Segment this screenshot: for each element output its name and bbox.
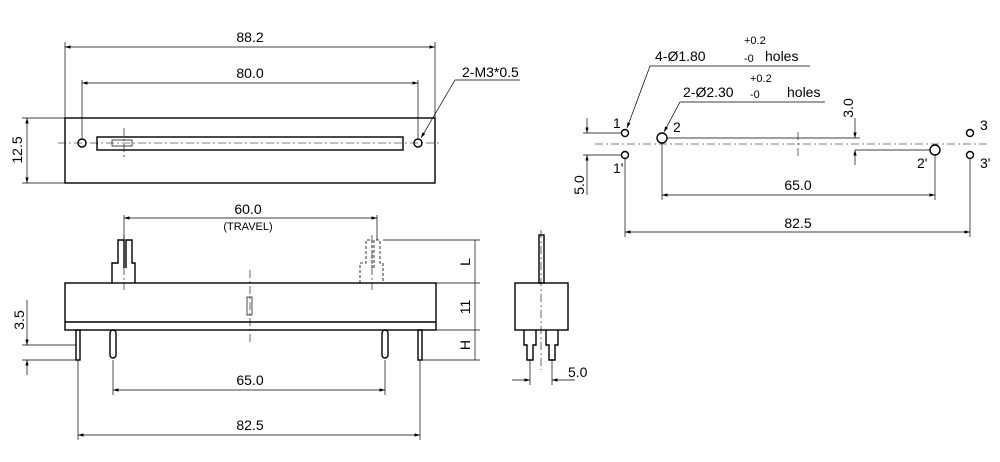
dim-width: 12.5 <box>9 136 25 163</box>
dim-outer-pins: 82.5 <box>236 417 263 433</box>
pcb-hole-layout: 1 1' 2 2' 3 3' 4-Ø1.80 +0.2 -0 holes 2-Ø… <box>571 35 990 237</box>
thread-note: 2-M3*0.5 <box>462 64 519 80</box>
dim-small-offset: 5.0 <box>571 175 587 195</box>
hole-label-3: 3 <box>980 117 988 133</box>
dim-pin-height: H <box>457 340 473 350</box>
hole-label-1: 1 <box>613 115 621 131</box>
hole-label-2p: 2' <box>917 155 927 171</box>
dim-pin-pitch: 5.0 <box>568 364 588 380</box>
hole-label-3p: 3' <box>980 155 990 171</box>
hole-label-1p: 1' <box>613 160 623 176</box>
dim-large-offset: 3.0 <box>840 98 856 118</box>
small-hole-tol-plus: +0.2 <box>744 35 766 47</box>
end-view: 5.0 <box>512 230 588 385</box>
dim-overall-length: 88.2 <box>236 29 263 45</box>
top-view: 88.2 80.0 12.5 2-M3*0.5 <box>9 29 520 184</box>
large-hole-tol-minus: -0 <box>750 89 760 101</box>
dim-inner-pins: 65.0 <box>236 372 263 388</box>
small-hole-label: 4-Ø1.80 <box>655 48 706 64</box>
dim-travel: 60.0 <box>234 201 261 217</box>
dim-body-height: 11 <box>457 300 473 315</box>
large-hole-tol-plus: +0.2 <box>750 73 772 85</box>
dim-mount-spacing: 80.0 <box>236 65 263 81</box>
travel-label: (TRAVEL) <box>223 221 272 233</box>
dim-large-spacing: 65.0 <box>784 177 811 193</box>
small-hole-tol-minus: -0 <box>744 53 754 65</box>
dim-small-spacing: 82.5 <box>784 215 811 231</box>
small-hole-suffix: holes <box>765 48 798 64</box>
dim-lever-height: L <box>457 258 473 266</box>
hole-label-2: 2 <box>673 119 681 135</box>
large-hole-suffix: holes <box>787 84 820 100</box>
dim-offset: 3.5 <box>11 310 27 330</box>
side-view: 60.0 (TRAVEL) 3.5 65.0 82.5 L 11 H <box>11 201 480 440</box>
large-hole-label: 2-Ø2.30 <box>683 84 734 100</box>
